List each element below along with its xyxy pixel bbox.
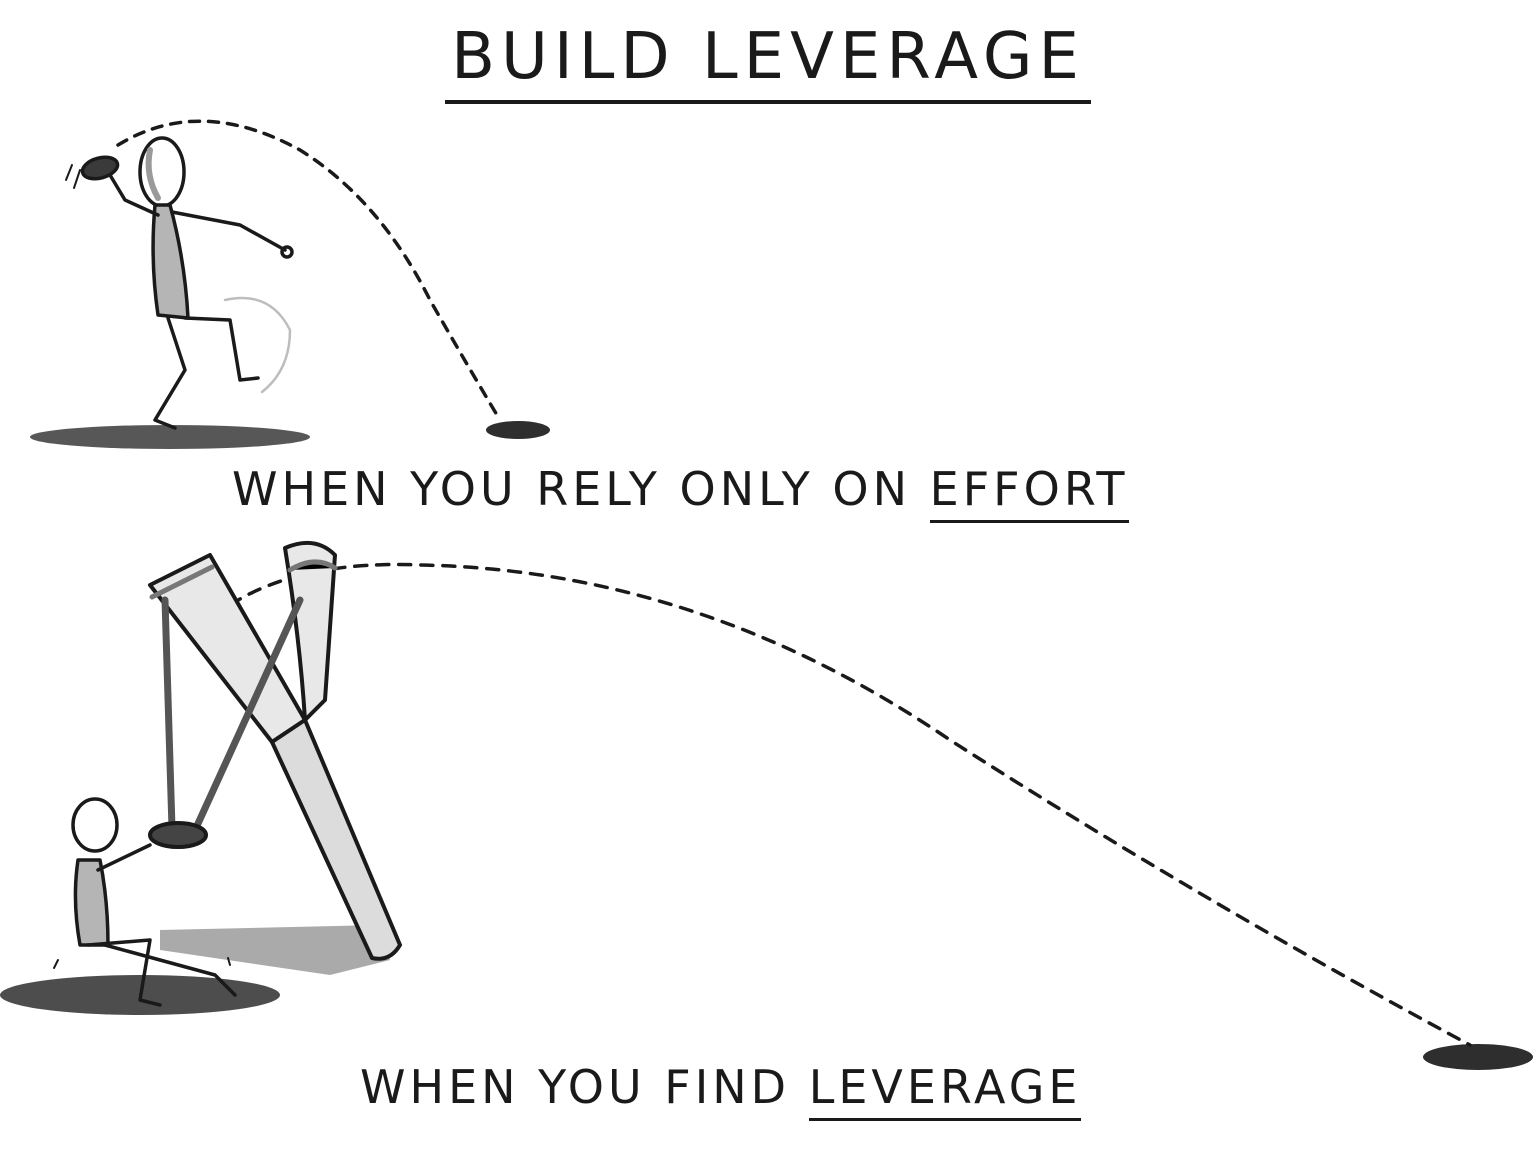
effort-scene (30, 119, 550, 449)
page-title: BUILD LEVERAGE (0, 20, 1536, 104)
caption-leverage-emphasis: LEVERAGE (808, 1060, 1082, 1121)
leverage-landing-spot (1423, 1044, 1533, 1070)
caption-leverage-prefix: WHEN YOU FIND (360, 1060, 809, 1114)
effort-trajectory (116, 119, 502, 422)
caption-leverage: WHEN YOU FIND LEVERAGE (360, 1060, 1082, 1121)
stick-figure-thrower (65, 136, 294, 430)
caption-effort-emphasis: EFFORT (929, 462, 1129, 523)
leverage-trajectory (228, 562, 1472, 1047)
caption-effort: WHEN YOU RELY ONLY ON EFFORT (232, 462, 1129, 523)
slingshot-shadow (160, 925, 390, 975)
slingshot (148, 540, 402, 961)
stick-figure-slinger (53, 797, 237, 1007)
effort-landing-spot (486, 421, 550, 439)
thrower-shadow (30, 425, 310, 449)
caption-effort-prefix: WHEN YOU RELY ONLY ON (232, 462, 930, 516)
leverage-scene (0, 540, 1533, 1070)
